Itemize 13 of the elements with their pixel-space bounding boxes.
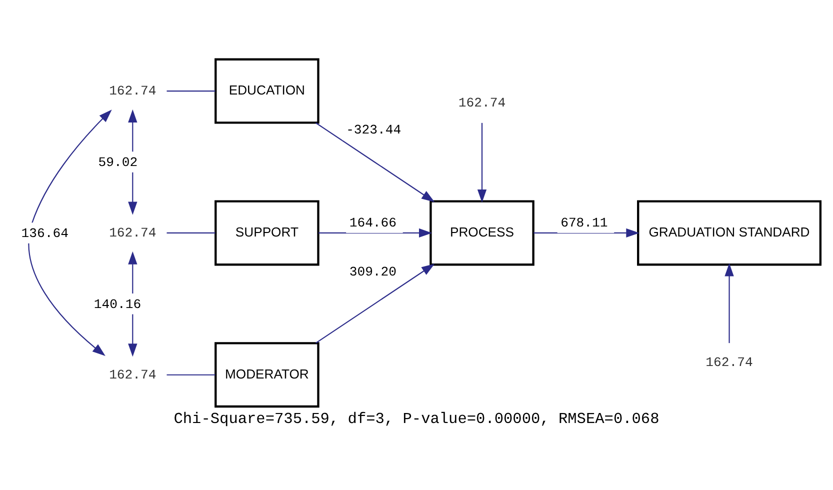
edge-label: 678.11 (560, 215, 608, 230)
caption: Chi-Square=735.59, df=3, P-value=0.00000, RMSEA=0.068 (174, 410, 660, 428)
node-text: 162.74 (109, 366, 156, 382)
node-text: 162.74 (109, 224, 156, 240)
node-text: 162.74 (109, 82, 156, 98)
edge-label: -323.44 (346, 122, 402, 138)
edge-label: 164.66 (349, 215, 397, 230)
node-text: 162.74 (458, 94, 506, 110)
node-text: 162.74 (706, 354, 753, 370)
edge-label: 309.20 (349, 264, 397, 280)
edge-label: 136.64 (21, 225, 68, 240)
edge-label: 140.16 (94, 296, 142, 312)
edge-label: 59.02 (98, 154, 138, 170)
